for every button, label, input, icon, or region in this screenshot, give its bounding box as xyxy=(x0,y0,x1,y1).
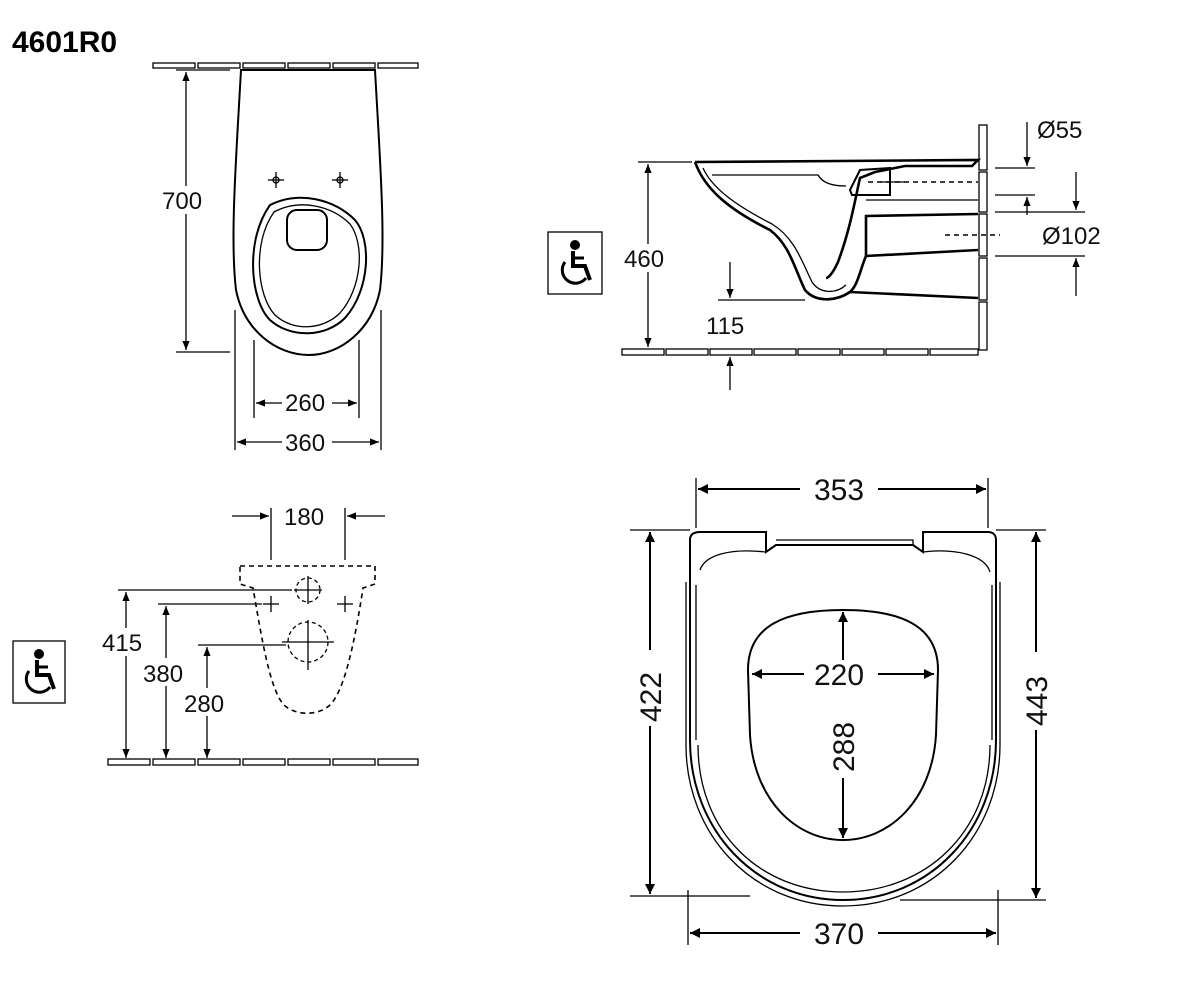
dim-115: 115 xyxy=(706,313,744,340)
dim-d102: Ø102 xyxy=(1042,223,1101,250)
flush-inlet xyxy=(286,209,328,251)
bowl-outline xyxy=(232,69,384,357)
floor-tiles xyxy=(621,348,979,356)
dim-700: 700 xyxy=(162,188,202,215)
fixing-mark xyxy=(268,172,348,188)
dim-353: 353 xyxy=(814,474,864,507)
dim-180: 180 xyxy=(284,504,324,531)
wheelchair-icon xyxy=(12,640,66,704)
seat-opening xyxy=(746,608,940,842)
wall-plate xyxy=(152,62,419,69)
fixing-mark xyxy=(263,576,353,670)
seat-view: 353 370 422 443 220 288 xyxy=(630,474,1054,951)
dim-422: 422 xyxy=(635,672,668,722)
dim-360: 360 xyxy=(285,430,325,457)
front-view: 700 260 360 xyxy=(152,62,419,457)
bowl-dashed-outline xyxy=(239,565,376,715)
wall-segment xyxy=(978,124,988,171)
dim-280: 280 xyxy=(184,691,224,718)
mount-view: 180 415 380 280 xyxy=(100,504,419,766)
pan-profile xyxy=(693,158,982,301)
dim-220: 220 xyxy=(814,659,864,692)
side-view: 460 115 Ø55 Ø102 xyxy=(620,117,1101,390)
dim-443: 443 xyxy=(1021,676,1054,726)
floor-tiles xyxy=(107,758,419,766)
model-title: 4601R0 xyxy=(12,26,117,59)
dim-d55: Ø55 xyxy=(1037,117,1082,144)
rim-opening xyxy=(252,196,368,335)
dim-460: 460 xyxy=(624,246,664,273)
dim-370: 370 xyxy=(814,918,864,951)
seat-outline xyxy=(689,531,997,902)
dim-380: 380 xyxy=(143,661,183,688)
wheelchair-icon xyxy=(547,231,603,295)
dim-260: 260 xyxy=(285,390,325,417)
dim-415: 415 xyxy=(102,630,142,657)
dim-288: 288 xyxy=(828,722,861,772)
